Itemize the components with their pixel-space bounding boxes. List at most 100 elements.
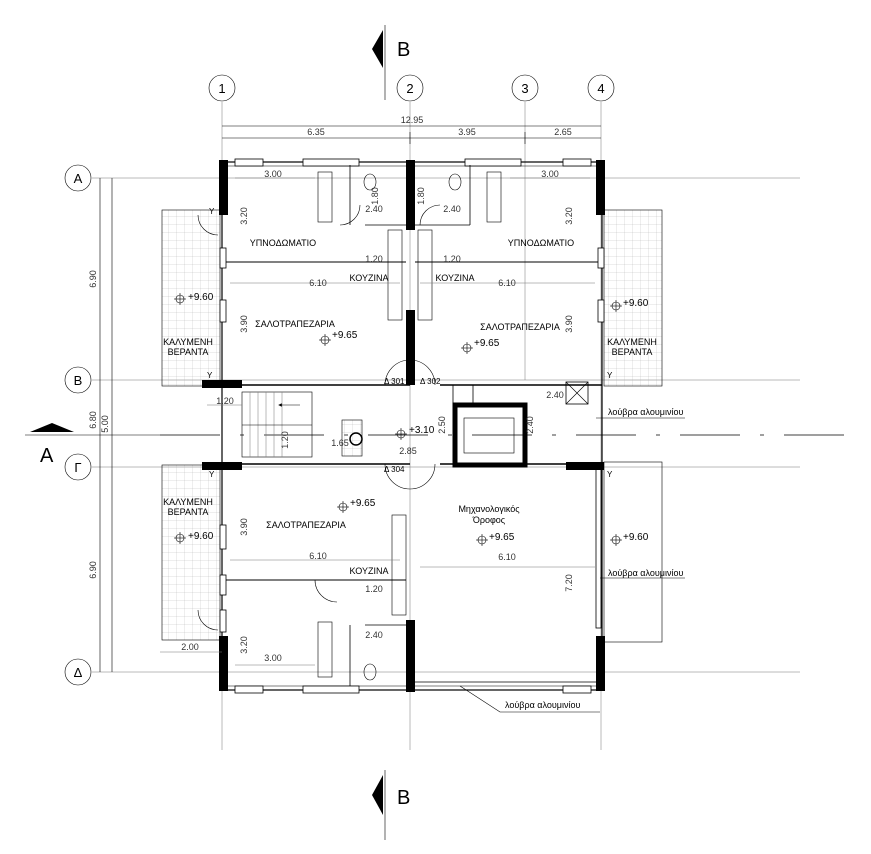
dim-room-28: 7.20 [564,574,574,592]
door-d304: Δ 304 [384,465,405,474]
room-veranda-tr-line2: ΒΕΡΑΝΤΑ [612,347,653,357]
dim-room-29: 1.80 [370,187,380,205]
y-marker-1: Y [209,207,215,216]
louvre-note-3: λούβρα αλουμινίου [505,700,580,710]
section-label-b-top: B [397,39,410,61]
dim-room-24: 2.50 [437,416,447,434]
door-swings [197,204,441,631]
dim-room-2: 3.20 [239,207,249,225]
dim-room-4: 6.10 [309,278,327,288]
room-veranda-bl-line1: ΚΑΛΥΜΕΝΗ [163,497,213,507]
level-landing: +3.10 [409,425,435,436]
left-dimensions: 6.90 6.80 5.00 6.90 [88,178,113,672]
room-labels: ΥΠΝΟΔΩΜΑΤΙΟ ΥΠΝΟΔΩΜΑΤΙΟ ΚΟΥΖΙΝΑ ΚΟΥΖΙΝΑ … [163,238,657,576]
column-label-3: 3 [521,81,528,96]
dim-room-9: 3.20 [564,207,574,225]
room-kitchen-tr: ΚΟΥΖΙΝΑ [436,273,475,283]
y-markers: Y Y Y Y Y [207,207,613,479]
row-label-a: A [74,171,83,186]
dim-left-3: 5.00 [100,415,110,433]
door-d302: Δ 302 [420,377,441,386]
dim-room-30: 1.80 [416,187,426,205]
walls [202,158,605,694]
dim-top-3: 2.65 [554,127,572,137]
level-veranda-tr: +9.60 [623,298,649,309]
stair [241,391,363,458]
room-veranda-tl-line2: ΒΕΡΑΝΤΑ [168,347,209,357]
dim-room-27: 2.40 [525,416,535,434]
room-living-bl: ΣΑΛΟΤΡΑΠΕΖΑΡΙΑ [266,520,346,530]
room-veranda-tr-line1: ΚΑΛΥΜΕΝΗ [607,337,657,347]
dim-room-21: 1.20 [216,396,234,406]
column-label-1: 1 [218,81,225,96]
grid-axes [92,102,850,750]
dim-room-18: 3.20 [239,636,249,654]
room-living-tl: ΣΑΛΟΤΡΑΠΕΖΑΡΙΑ [255,319,335,329]
top-dimensions: 12.95 6.35 3.95 2.65 [222,115,601,144]
dim-room-20: 2.00 [181,642,199,652]
door-d301: Δ 301 [384,377,405,386]
section-label-a-left: A [40,445,54,467]
room-bedroom-left: ΥΠΝΟΔΩΜΑΤΙΟ [250,238,316,248]
dim-room-15: 6.10 [498,552,516,562]
dim-left-1: 6.90 [88,270,98,288]
dim-room-1: 3.00 [264,169,282,179]
y-marker-3: Y [209,470,215,479]
dim-room-7: 2.40 [443,204,461,214]
dim-room-6: 1.20 [365,254,383,264]
level-living-tl: +9.65 [332,330,358,341]
dim-room-3: 2.40 [365,204,383,214]
section-label-b-bottom: B [397,787,410,809]
level-veranda-tl: +9.60 [188,292,214,303]
dim-room-25: 2.85 [399,446,417,456]
row-label-d: Δ [74,665,83,680]
dim-room-16: 1.20 [365,584,383,594]
fixtures [317,171,502,681]
y-marker-4: Y [607,371,613,380]
louvre-note-1: λούβρα αλουμινίου [608,407,683,417]
section-mark-a-left: A [25,423,160,467]
row-label-g: Γ [74,460,81,475]
dim-left-4: 6.90 [88,561,98,579]
room-kitchen-bl: ΚΟΥΖΙΝΑ [350,566,389,576]
dim-room-10: 6.10 [498,278,516,288]
louvre-note-2: λούβρα αλουμινίου [608,568,683,578]
dim-overall: 12.95 [401,115,424,125]
louvre-notes: λούβρα αλουμινίου λούβρα αλουμινίου λούβ… [459,407,685,713]
room-mech-line2: Όροφος [472,515,506,525]
column-label-2: 2 [406,81,413,96]
dim-room-22: 1.20 [280,431,290,449]
dim-room-5: 3.90 [239,315,249,333]
dim-room-13: 6.10 [309,551,327,561]
dim-room-11: 3.90 [564,315,574,333]
level-living-tr: +9.65 [474,338,500,349]
column-label-4: 4 [597,81,604,96]
level-veranda-br: +9.60 [623,532,649,543]
section-mark-b-top: B [372,25,410,100]
section-mark-b-bottom: B [372,770,410,840]
dim-room-19: 3.00 [264,653,282,663]
door-tags: Δ 301 Δ 302 Δ 304 [384,377,441,474]
dim-top-2: 3.95 [458,127,476,137]
room-veranda-bl-line2: ΒΕΡΑΝΤΑ [168,507,209,517]
level-markers: +9.65 +9.65 +9.65 +9.65 +9.60 +9.60 +9.6… [174,292,649,546]
dim-room-8: 3.00 [541,169,559,179]
room-living-tr: ΣΑΛΟΤΡΑΠΕΖΑΡΙΑ [480,322,560,332]
level-mech: +9.65 [489,532,515,543]
row-label-b: B [74,373,83,388]
level-veranda-bl: +9.60 [188,531,214,542]
room-veranda-tl-line1: ΚΑΛΥΜΕΝΗ [163,337,213,347]
dim-room-12: 1.20 [443,254,461,264]
y-marker-5: Y [607,470,613,479]
column-bubbles: 1 2 3 4 [208,74,615,102]
room-bedroom-right: ΥΠΝΟΔΩΜΑΤΙΟ [508,238,574,248]
y-marker-2: Y [207,371,213,380]
dim-room-26: 2.40 [546,390,564,400]
row-bubbles: A B Γ Δ [64,164,92,686]
core [415,381,602,683]
dim-top-1: 6.35 [307,127,325,137]
room-kitchen-tl: ΚΟΥΖΙΝΑ [350,273,389,283]
room-dimensions: 3.00 3.20 2.40 6.10 3.90 1.20 2.40 3.00 … [160,169,595,666]
level-living-bl: +9.65 [350,498,376,509]
room-mech-line1: Μηχανολογικός [458,504,520,514]
